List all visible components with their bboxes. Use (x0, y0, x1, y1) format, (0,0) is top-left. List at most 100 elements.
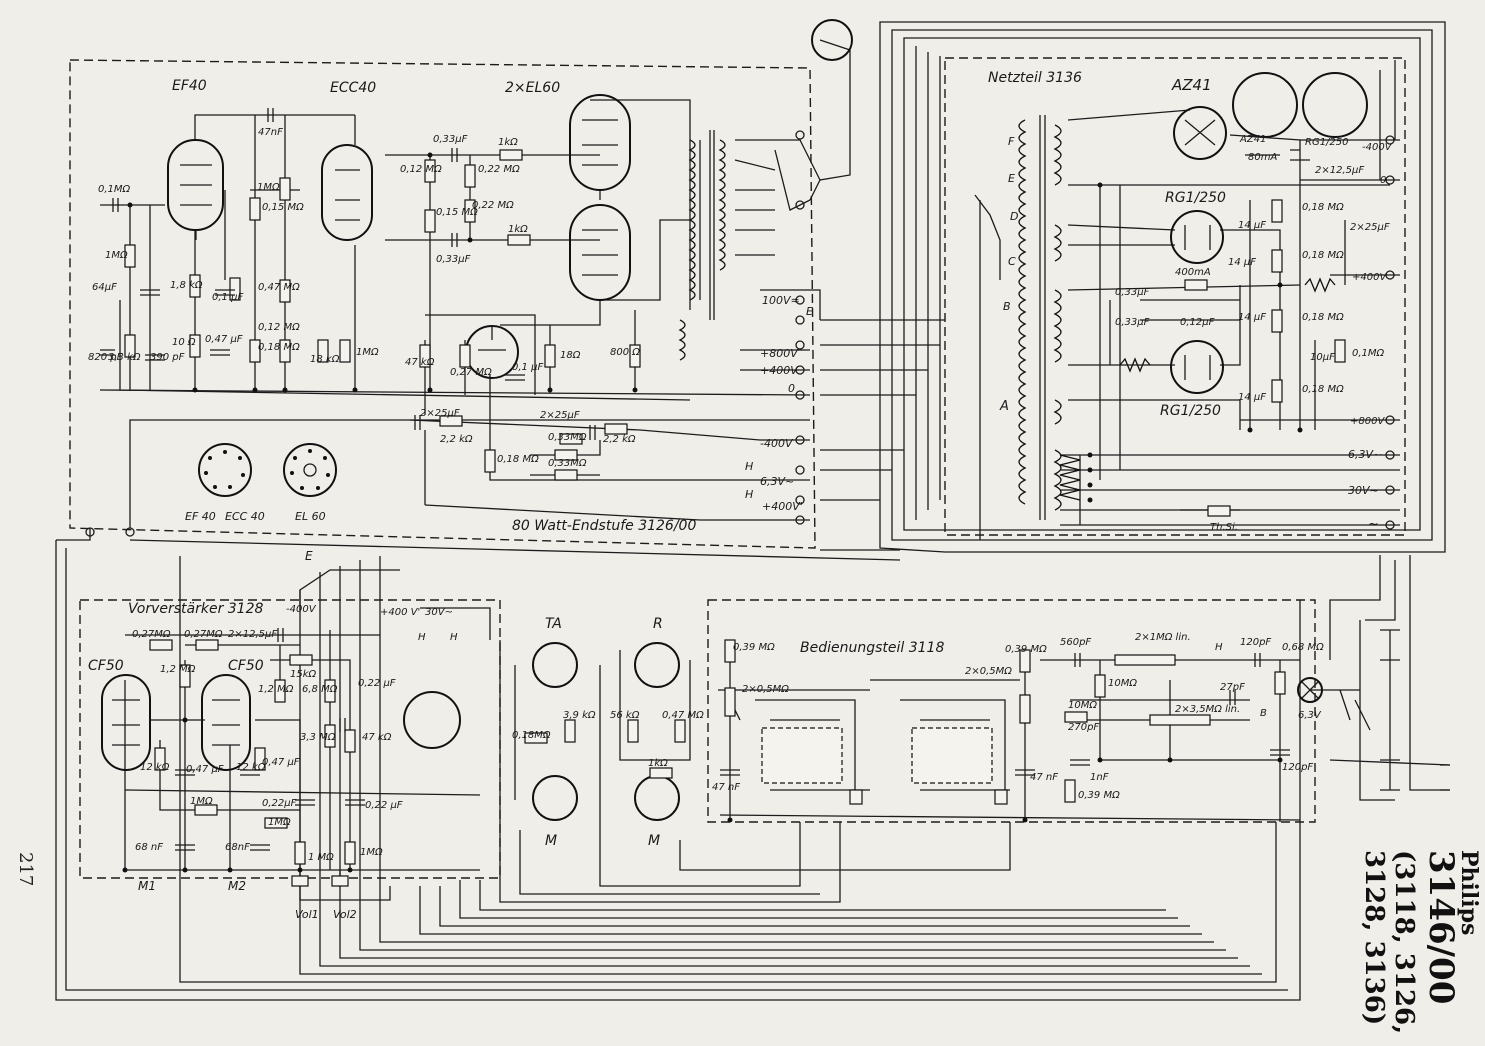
label-c-2x25a: 2×25µF (420, 408, 460, 419)
label-r-1m-b: 1MΩ (257, 182, 280, 193)
tube-ecc40 (321, 144, 373, 241)
label-i-r: R (653, 616, 663, 632)
label-n-018a: 0,18 MΩ (1302, 202, 1344, 213)
vorverstaerker-resistors (149, 639, 356, 865)
label-n-400v: +400V (1352, 272, 1387, 283)
potentiometers (291, 875, 349, 887)
label-vv-30: 30V~ (425, 607, 453, 618)
label-v-1md: 1MΩ (360, 847, 383, 858)
label-n-2x25: 2×25µF (1350, 222, 1390, 233)
label-n-033b: 0,33µF (1115, 317, 1150, 328)
label-b-27p: 27pF (1220, 682, 1245, 693)
label-c-01b: 0,1 µF (512, 362, 543, 373)
label-r-018a: 0,18 MΩ (258, 342, 300, 353)
vorverstaerker-component-labels: -400V +400 V' 30V~ E H H 0,27MΩ 0,27MΩ 2… (132, 549, 458, 921)
label-v-027a: 0,27MΩ (132, 629, 171, 640)
label-v-027b: 0,27MΩ (184, 629, 223, 640)
label-c-033b: 0,33µF (436, 254, 471, 265)
label-i-1k: 1kΩ (648, 758, 668, 769)
label-r-22ka: 2,2 kΩ (440, 434, 473, 445)
boundary-vorverstaerker (79, 599, 501, 879)
label-b-2x05a: 2×0,5MΩ (742, 684, 789, 695)
label-r-033a: 0,33MΩ (548, 432, 587, 443)
label-c-390: 390 pF (150, 352, 185, 363)
input-labels: TA R M M 0,18MΩ 3,9 kΩ 56 kΩ 0,47 MΩ 1kΩ (512, 616, 704, 849)
label-bedienungsteil: Bedienungsteil 3118 (800, 640, 944, 656)
label-v-047b: 0,47 µF (262, 757, 300, 768)
label-netzteil: Netzteil 3136 (988, 70, 1082, 86)
interconnect-bus (55, 21, 1451, 1001)
label-v-63: 6,3V~ (760, 475, 794, 488)
mains-transformer (1018, 115, 1062, 520)
endstufe-resistors (124, 149, 641, 481)
section-labels: 80 Watt-Endstufe 3126/00 Netzteil 3136 V… (128, 70, 1082, 656)
label-n-10: 10µF (1310, 352, 1335, 363)
label-i-047: 0,47 MΩ (662, 710, 704, 721)
label-n-14c: 14 µF (1238, 312, 1266, 323)
label-v-100: 100V≈ (762, 294, 800, 307)
label-r-047a: 0,47 MΩ (258, 282, 300, 293)
terminal-dots (85, 130, 1395, 537)
label-c-47nf: 47nF (258, 127, 283, 138)
label-v-m2: M2 (228, 879, 246, 893)
vorverstaerker-tubes (101, 674, 251, 771)
tube-el60-lower (569, 204, 631, 301)
label-vv-e: E (305, 549, 313, 563)
label-v-12k-a: 12 kΩ (140, 762, 170, 773)
label-n-14b: 14 µF (1228, 257, 1256, 268)
label-v-022b: 0,22µF (262, 798, 297, 809)
label-cf50-a: CF50 (88, 658, 124, 674)
label-c-2x25b: 2×25µF (540, 410, 580, 421)
endstufe-capacitors (100, 108, 596, 440)
junction-dots (122, 152, 1303, 873)
label-r-33k: 3,3 kΩ (108, 352, 141, 363)
label-r-033b: 0,33MΩ (548, 458, 587, 469)
label-vorverstaerker: Vorverstärker 3128 (128, 601, 263, 617)
label-ef40: EF40 (172, 78, 207, 94)
label-r-10: 10 Ω (172, 337, 196, 348)
label-cf50-b: CF50 (228, 658, 264, 674)
label-rg1-lower: RG1/250 (1160, 403, 1221, 419)
label-vv-h1: H (418, 632, 426, 643)
label-v-68nf-b: 68nF (225, 842, 250, 853)
label-w-b: B (1003, 300, 1011, 313)
label-r-022b: 0,22 MΩ (472, 200, 514, 211)
netzteil-component-labels: 80mA 2×12,5µF -400V 0 0,18 MΩ 2×25µF 14 … (1115, 142, 1393, 533)
label-v-12b: 1,2 MΩ (258, 684, 294, 695)
label-v-68nf-a: 68 nF (135, 842, 163, 853)
label-b-560: 560pF (1060, 637, 1091, 648)
label-v-400b: +400V' (762, 500, 803, 513)
label-v-33: 3,3 MΩ (300, 732, 336, 743)
label-v-68: 6,8 MΩ (302, 684, 338, 695)
label-v-1mb: 1MΩ (268, 817, 291, 828)
label-v-800: +800V (760, 347, 799, 360)
endstufe-wiring (99, 39, 851, 521)
label-r-1m-a: 1MΩ (105, 250, 128, 261)
label-v-0: 0 (788, 382, 795, 395)
bedienungsteil-capacitors (720, 653, 1290, 776)
label-vv-p400: +400 V' (380, 607, 420, 618)
label-r-018b: 0,18 MΩ (497, 454, 539, 465)
label-n-14d: 14 µF (1238, 392, 1266, 403)
label-w-a: A (999, 399, 1009, 414)
label-b-039b: 0,39 MΩ (1005, 644, 1047, 655)
label-r-027: 0,27 MΩ (450, 367, 492, 378)
boundary-endstufe (69, 59, 816, 549)
vorverstaerker-capacitors (175, 628, 365, 851)
tube-ef40 (167, 139, 224, 240)
label-r-18kb: 18 kΩ (310, 354, 340, 365)
label-b-63v: 6,3V (1298, 710, 1322, 721)
label-v-12k-b: 12 kΩ (236, 762, 266, 773)
label-n-012: 0,12µF (1180, 317, 1215, 328)
endstufe-component-labels: 47nF 0,33µF 1kΩ 1kΩ 0,1MΩ 1MΩ 1MΩ 64µF 1… (88, 127, 640, 469)
label-r-01m: 0,1MΩ (98, 184, 131, 195)
label-i-m2: M (648, 833, 660, 849)
label-t-h1: H (745, 460, 753, 473)
label-i-56: 56 kΩ (610, 710, 640, 721)
output-transformer (678, 130, 726, 361)
label-w-f: F (1008, 135, 1015, 148)
label-r-012a: 0,12 MΩ (400, 164, 442, 175)
label-b-1nf: 1nF (1090, 772, 1109, 783)
